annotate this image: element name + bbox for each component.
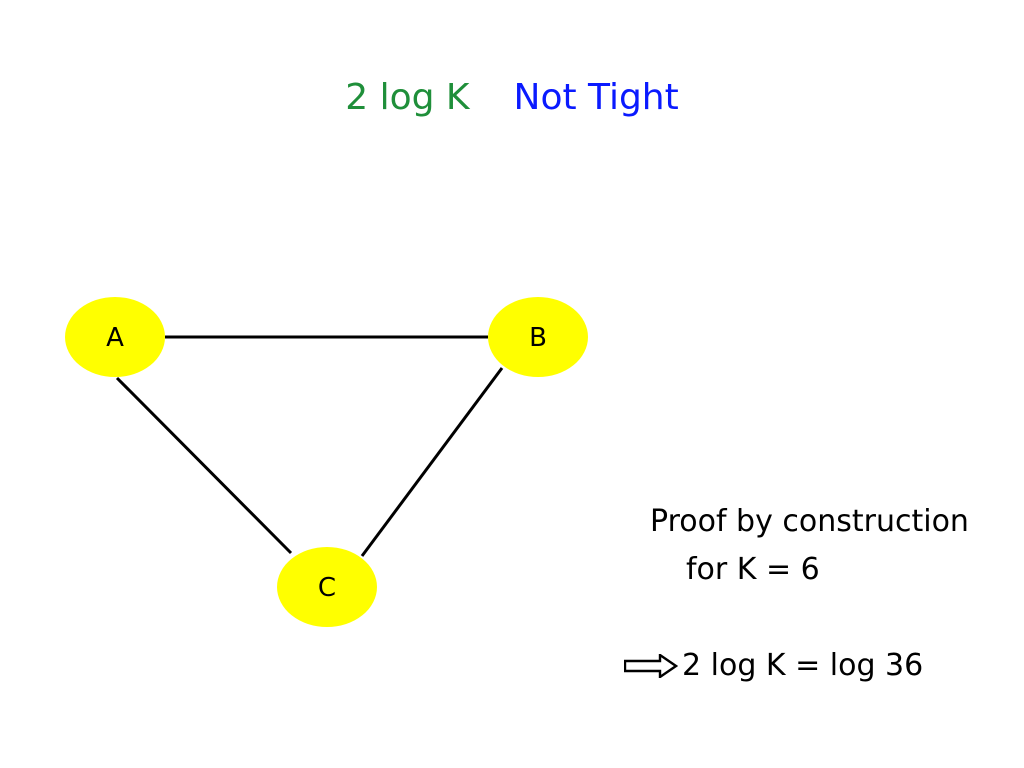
proof-note: Proof by construction for K = 6 bbox=[650, 498, 969, 594]
node-a-label: A bbox=[106, 323, 124, 353]
conclusion-text: 2 log K = log 36 bbox=[682, 648, 924, 683]
graph-edges bbox=[115, 335, 504, 557]
node-c-label: C bbox=[318, 573, 336, 603]
slide-title: 2 log K Not Tight bbox=[0, 74, 1024, 122]
double-right-arrow-icon bbox=[624, 654, 678, 678]
graph-nodes: A B C bbox=[65, 297, 588, 627]
edge-a-c bbox=[115, 376, 293, 555]
node-a-shape bbox=[65, 297, 165, 377]
title-claim: Not Tight bbox=[513, 77, 679, 118]
node-c: C bbox=[277, 547, 377, 627]
proof-line-2: for K = 6 bbox=[686, 552, 820, 587]
title-expression: 2 log K bbox=[345, 77, 470, 118]
conclusion: 2 log K = log 36 bbox=[624, 644, 923, 688]
proof-line-1: Proof by construction bbox=[650, 504, 969, 539]
node-b: B bbox=[488, 297, 588, 377]
node-c-shape bbox=[277, 547, 377, 627]
node-b-label: B bbox=[529, 323, 547, 353]
node-b-shape bbox=[488, 297, 588, 377]
node-a: A bbox=[65, 297, 165, 377]
edge-b-c bbox=[360, 367, 504, 557]
